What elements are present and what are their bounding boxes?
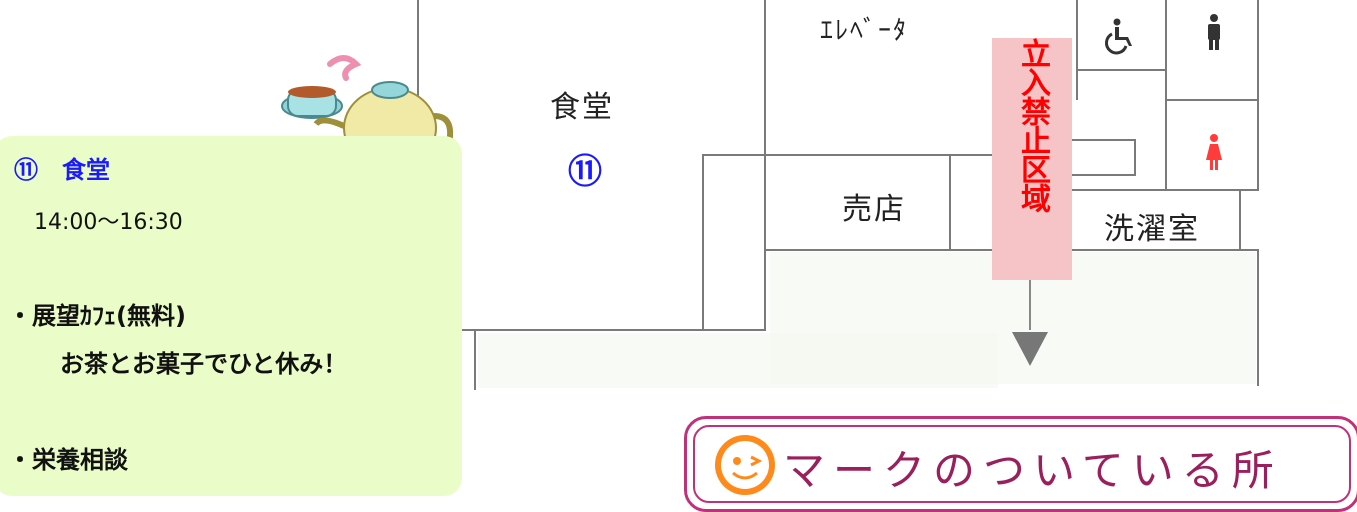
floor-plan xyxy=(275,0,1259,390)
restricted-zone: 立入禁止区域 xyxy=(992,38,1072,280)
legend-text: マークのついている所 xyxy=(783,446,1282,495)
female-restroom-icon xyxy=(1206,134,1222,170)
elevator-label: ｴﾚﾍﾞｰﾀ xyxy=(820,16,909,46)
panel-hours: 14:00～16:30 xyxy=(34,210,183,235)
restricted-label: 立入禁止区域 xyxy=(1015,38,1050,212)
panel-item-cafe: ・展望ｶﾌｪ(無料) xyxy=(8,302,186,330)
panel-item-nutrition: ・栄養相談 xyxy=(8,446,128,474)
shop-label: 売店 xyxy=(842,192,906,227)
down-arrow-icon xyxy=(1012,280,1048,366)
cafeteria-number: ⑪ xyxy=(568,152,602,192)
laundry-label: 洗濯室 xyxy=(1104,212,1200,247)
male-restroom-icon xyxy=(1208,14,1220,50)
smiley-wink-icon xyxy=(715,435,775,495)
panel-item-cafe-sub: お茶とお菓子でひと休み！ xyxy=(60,350,348,378)
panel-title: ⑪ 食堂 xyxy=(14,156,110,184)
wheelchair-icon xyxy=(1104,18,1132,55)
info-panel: ⑪ 食堂 14:00～16:30 ・展望ｶﾌｪ(無料) お茶とお菓子でひと休み！… xyxy=(0,136,462,496)
cafeteria-label: 食堂 xyxy=(550,90,614,125)
legend-banner: マークのついている所 xyxy=(684,416,1357,512)
